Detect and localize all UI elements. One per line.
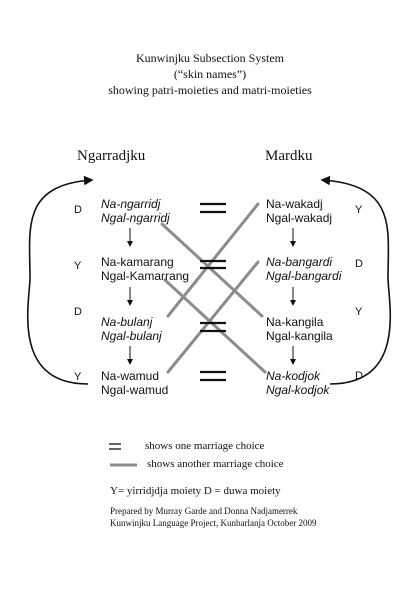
right-letter-4: D [355, 370, 363, 382]
left-letter-4: Y [74, 371, 82, 383]
right-female-4: Ngal-kodjok [266, 383, 330, 397]
alt-line-1 [160, 222, 264, 318]
right-male-3: Na-kangila [266, 315, 324, 329]
credit-line-2: Kunwinjku Language Project, Kunbarlanja … [110, 518, 317, 528]
left-male-1: Na-ngarridj [101, 197, 161, 211]
left-male-4: Na-wamud [101, 369, 160, 383]
left-male-3: Na-bulanj [101, 315, 153, 329]
title-line-2: (“skin names”) [173, 67, 247, 81]
alt-line-4 [166, 260, 260, 374]
alt-line-3 [163, 278, 267, 374]
right-letter-3: Y [355, 306, 363, 318]
left-letter-3: D [74, 306, 82, 318]
right-letter-2: D [355, 258, 363, 270]
marriage-equals-symbols [200, 202, 226, 382]
legend-equals-text: shows one marriage choice [145, 440, 265, 452]
legend-moiety-key: Y= yirridjdja moiety D = duwa moiety [110, 485, 281, 497]
left-female-2: Ngal-Kamarrang [101, 269, 190, 283]
right-male-1: Na-wakadj [266, 197, 323, 211]
right-male-4: Na-kodjok [266, 369, 321, 383]
moiety-heading-ngarradjku: Ngarradjku [77, 148, 146, 164]
right-letter-1: Y [355, 204, 363, 216]
alternate-marriage-lines [160, 202, 267, 374]
right-cycle-arrow [320, 175, 392, 385]
right-female-1: Ngal-wakadj [266, 211, 333, 225]
right-male-2: Na-bangardi [266, 255, 333, 269]
title-line-3: showing patri-moieties and matri-moietie… [108, 83, 312, 97]
moiety-heading-mardku: Mardku [265, 148, 313, 164]
left-letter-2: Y [74, 260, 82, 272]
right-female-2: Ngal-bangardi [266, 269, 342, 283]
credit-line-1: Prepared by Murray Garde and Donna Nadja… [110, 506, 298, 516]
title-line-1: Kunwinjku Subsection System [135, 51, 284, 65]
left-cycle-arrow [26, 175, 94, 385]
left-female-3: Ngal-bulanj [101, 329, 162, 343]
right-female-3: Ngal-kangila [266, 329, 333, 343]
left-letter-1: D [74, 204, 82, 216]
left-female-4: Ngal-wamud [101, 383, 169, 397]
legend-line-text: shows another marriage choice [147, 458, 284, 470]
left-female-1: Ngal-ngarridj [101, 211, 170, 225]
left-male-2: Na-kamarang [101, 255, 174, 269]
